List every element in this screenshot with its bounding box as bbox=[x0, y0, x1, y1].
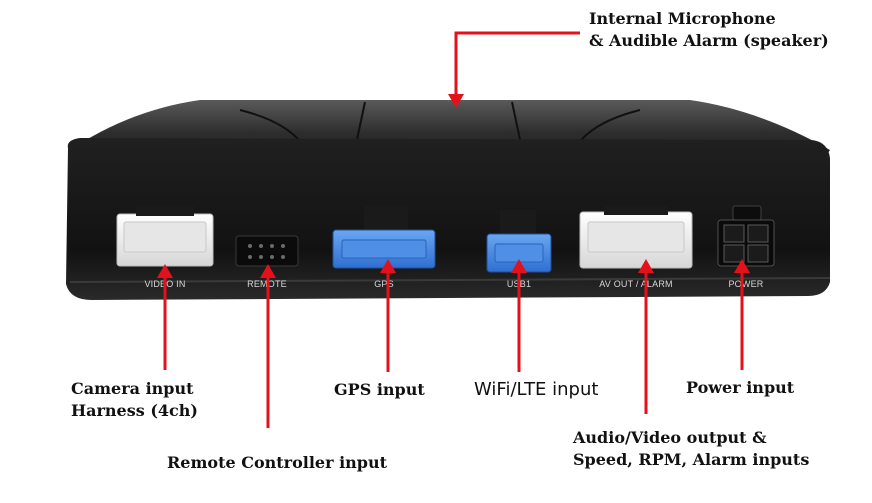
arrow-gps bbox=[380, 259, 396, 372]
callout-camera: Camera input Harness (4ch) bbox=[71, 378, 198, 422]
device-bottom-edge bbox=[69, 277, 831, 283]
arrow-wifi bbox=[511, 259, 527, 372]
dvr-device: VIDEO IN REMOTE GPS USB1 AV OUT / ALARM … bbox=[66, 100, 831, 300]
port-power bbox=[717, 205, 775, 267]
port-gps bbox=[332, 206, 436, 269]
callout-microphone: Internal Microphone & Audible Alarm (spe… bbox=[589, 8, 829, 52]
callout-av-line1: Audio/Video output & bbox=[573, 428, 767, 447]
arrow-camera bbox=[157, 264, 173, 370]
arrow-remote bbox=[260, 264, 276, 428]
port-usb1 bbox=[486, 210, 552, 273]
callout-remote: Remote Controller input bbox=[167, 452, 387, 474]
port-label-gps: GPS bbox=[374, 279, 394, 289]
callout-microphone-line1: Internal Microphone bbox=[589, 9, 776, 28]
port-av-out bbox=[579, 206, 693, 269]
port-remote bbox=[235, 235, 299, 267]
port-label-av-out: AV OUT / ALARM bbox=[599, 279, 673, 289]
callout-camera-line1: Camera input bbox=[71, 379, 194, 398]
callout-av-line2: Speed, RPM, Alarm inputs bbox=[573, 450, 810, 469]
callout-gps-line1: GPS input bbox=[334, 380, 425, 399]
arrow-power bbox=[734, 259, 750, 370]
port-video-in bbox=[116, 206, 214, 267]
callout-power: Power input bbox=[686, 377, 794, 399]
port-label-power: POWER bbox=[728, 279, 763, 289]
callout-gps: GPS input bbox=[334, 379, 425, 401]
callout-microphone-line2: & Audible Alarm (speaker) bbox=[589, 31, 829, 50]
callout-remote-line1: Remote Controller input bbox=[167, 453, 388, 472]
arrow-av bbox=[638, 259, 654, 414]
arrow-microphone bbox=[448, 31, 580, 108]
device-top-seams bbox=[239, 101, 641, 164]
callout-av: Audio/Video output & Speed, RPM, Alarm i… bbox=[573, 427, 809, 471]
callout-camera-line2: Harness (4ch) bbox=[71, 401, 198, 420]
callout-power-line1: Power input bbox=[686, 378, 795, 397]
callout-arrows bbox=[157, 31, 750, 428]
callout-wifi-line1: WiFi/LTE input bbox=[474, 379, 599, 400]
callout-wifi: WiFi/LTE input bbox=[474, 379, 598, 401]
